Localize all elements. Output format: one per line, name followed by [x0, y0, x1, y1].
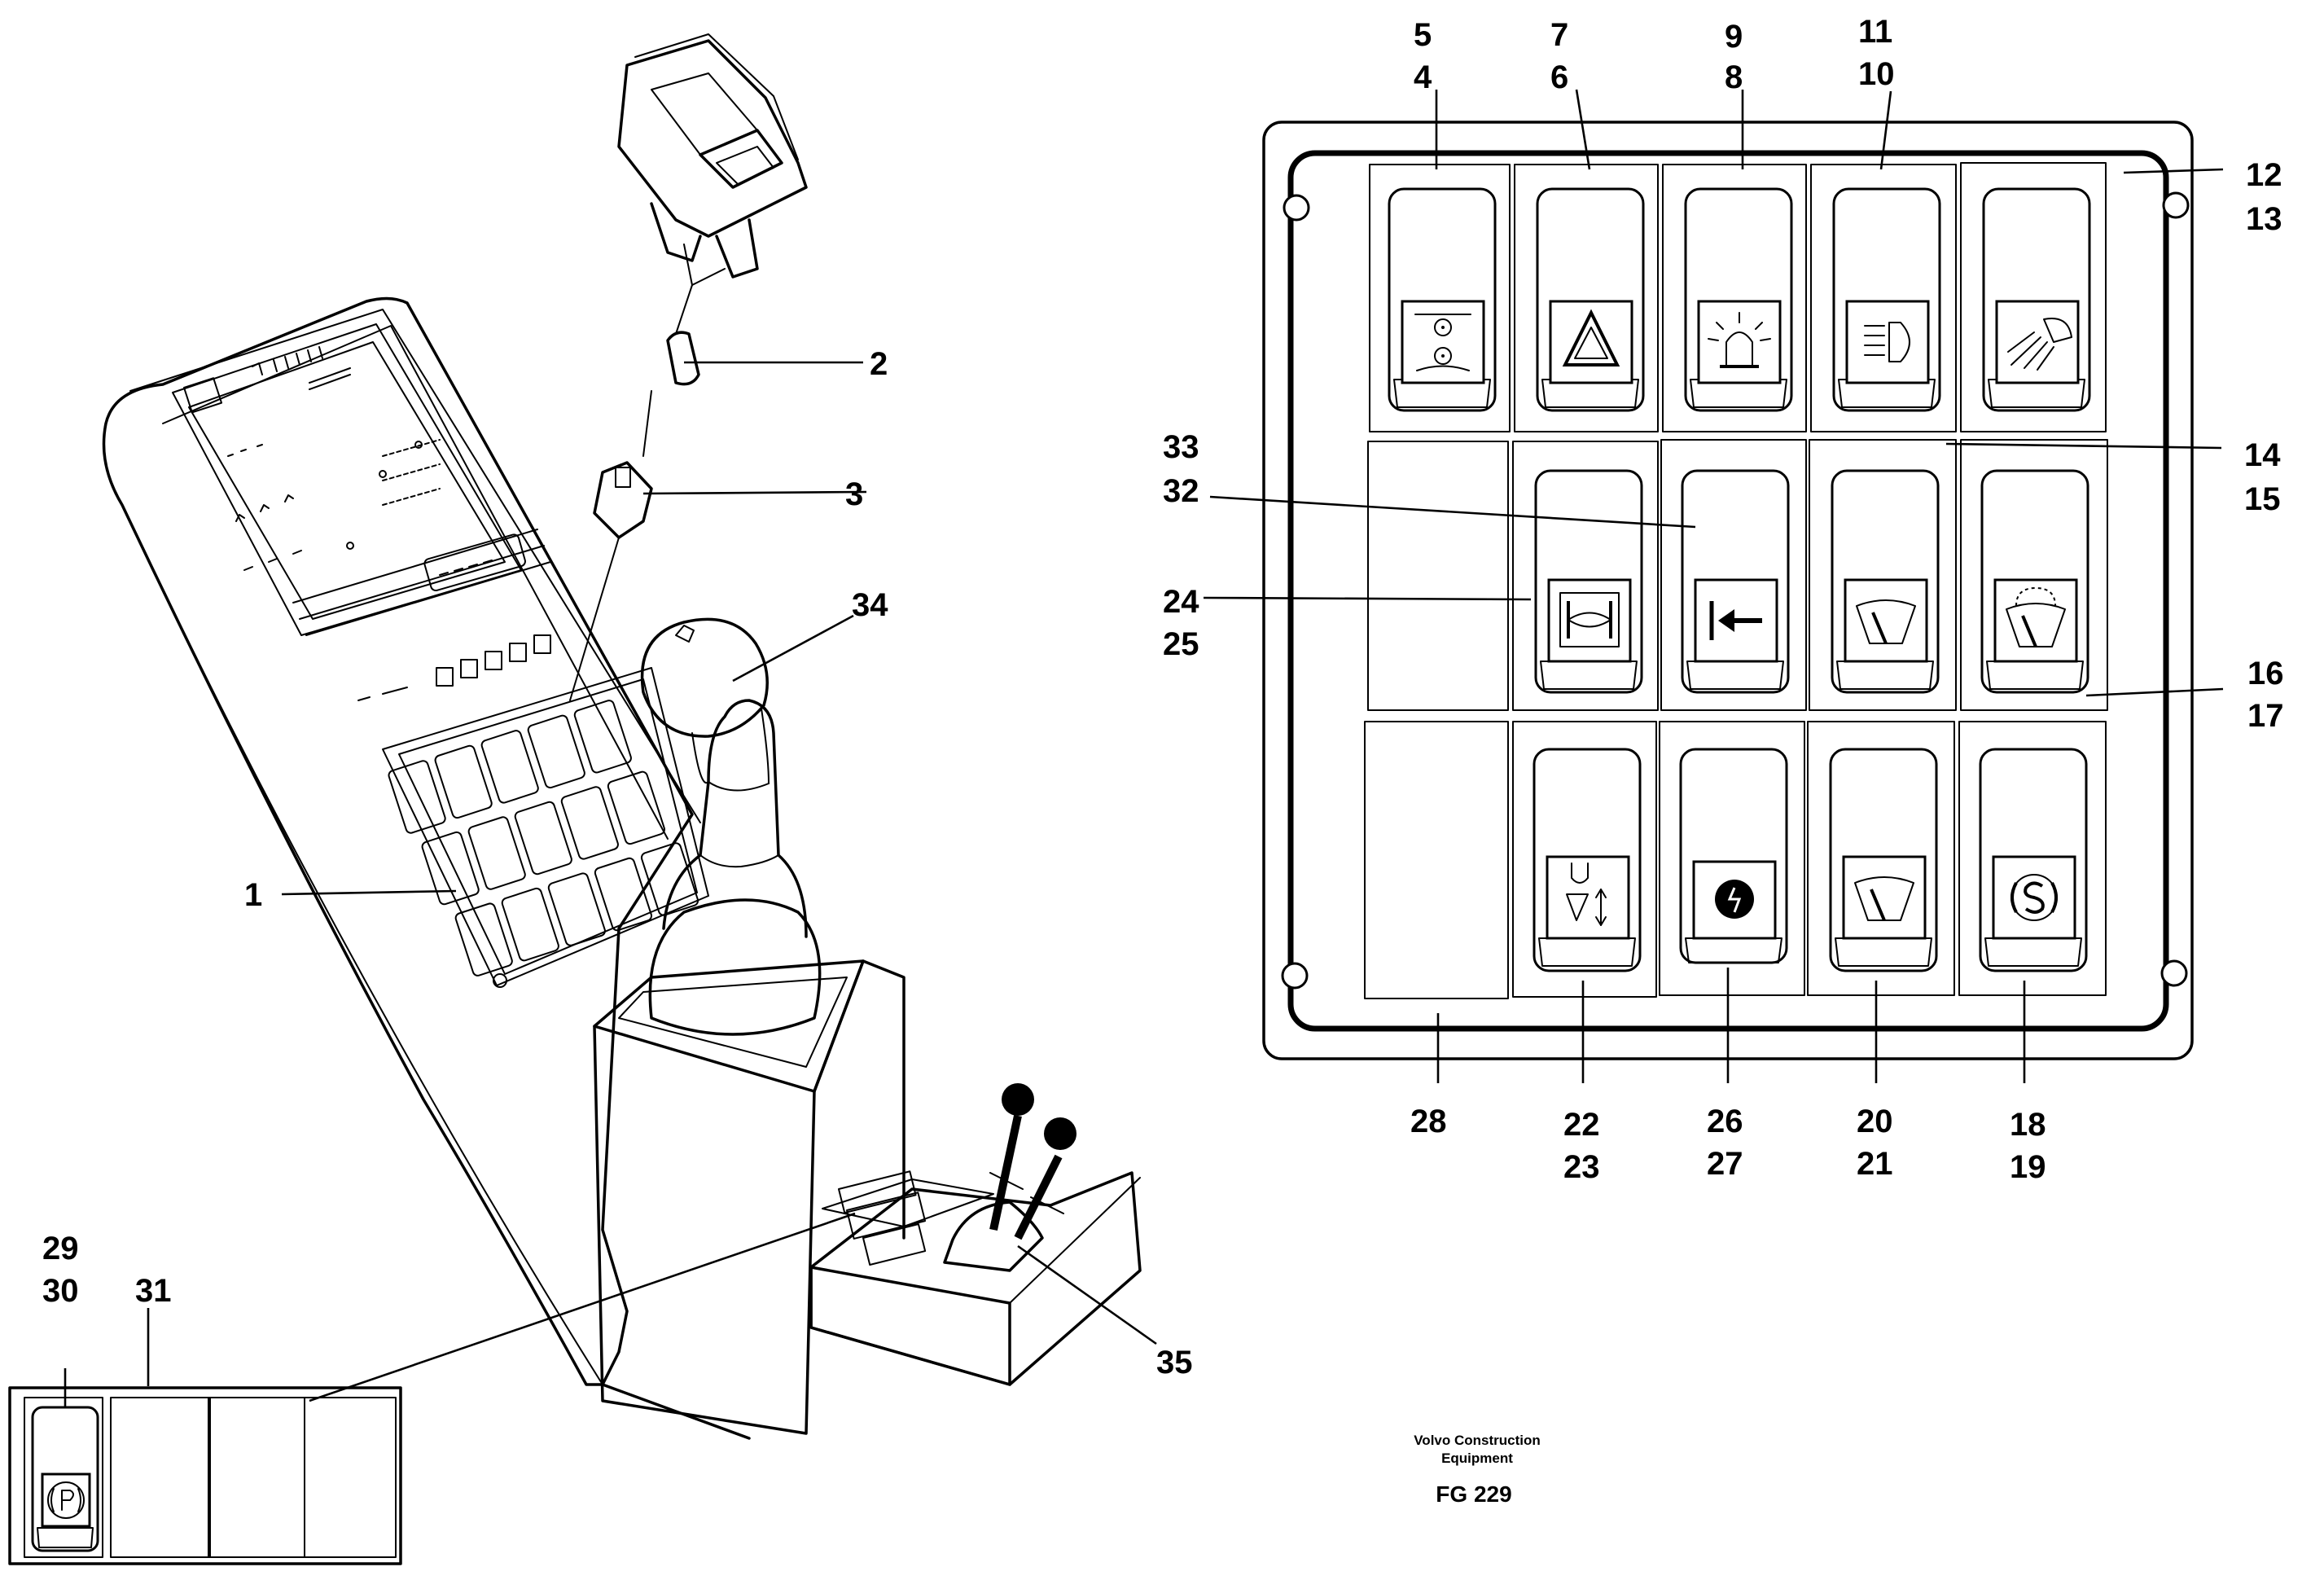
- label-35: 35: [1156, 1345, 1193, 1380]
- label-20: 20: [1857, 1104, 1893, 1139]
- rocker-switch-axle-lock: [1534, 469, 1643, 694]
- label-6: 6: [1550, 59, 1568, 95]
- label-7: 7: [1550, 17, 1568, 53]
- rocker-switch-exploded: [569, 33, 808, 701]
- rocker-switch-front-wiper: [1831, 469, 1940, 694]
- rocker-switch-rear-wiper: [1980, 469, 2089, 694]
- label-8: 8: [1725, 59, 1743, 95]
- button-strip: [357, 634, 551, 701]
- label-5: 5: [1414, 17, 1432, 53]
- mounting-hole-tl: [1283, 194, 1310, 222]
- float-position-icon: [1566, 862, 1607, 926]
- headlight-icon: [1864, 322, 1910, 362]
- label-33: 33: [1163, 429, 1199, 465]
- label-30: 30: [42, 1273, 79, 1309]
- label-1: 1: [244, 877, 262, 913]
- label-9: 9: [1725, 19, 1743, 55]
- label-19: 19: [2010, 1149, 2046, 1185]
- rocker-switch-beacon: [1684, 187, 1793, 412]
- mounting-hole-tr: [2162, 191, 2190, 219]
- rocker-switch-s: [1979, 748, 2088, 972]
- arrow-left-icon: [1709, 601, 1762, 640]
- axle-lock-icon: [1559, 592, 1620, 647]
- mounting-hole-br: [2160, 959, 2188, 987]
- seat-icon: [1414, 314, 1471, 371]
- lever-box: [809, 1083, 1142, 1386]
- instrument-display: [172, 323, 551, 636]
- panel-leaders: [1203, 89, 2224, 1083]
- parking-brake-icon: [47, 1481, 85, 1519]
- label-27: 27: [1707, 1146, 1743, 1182]
- bulb-holder: [593, 461, 653, 539]
- rocker-switch-float: [1533, 748, 1642, 972]
- switch-panel: [1262, 121, 2194, 1060]
- beacon-icon: [1708, 312, 1771, 368]
- label-32: 32: [1163, 473, 1199, 509]
- rocker-switch-arrow: [1681, 469, 1790, 694]
- s-symbol-icon: [2010, 874, 2058, 921]
- label-34: 34: [852, 587, 888, 623]
- label-21: 21: [1857, 1146, 1893, 1182]
- company-name-line2: Equipment: [1441, 1451, 1513, 1466]
- label-3: 3: [845, 476, 863, 512]
- label-10: 10: [1858, 56, 1895, 92]
- rocker-switch-work-light: [1982, 187, 2091, 412]
- hazard-triangle-icon: [1562, 309, 1620, 366]
- label-26: 26: [1707, 1104, 1743, 1139]
- small-switch-panel: [8, 1386, 402, 1565]
- switch-row-3: [1364, 721, 2107, 999]
- label-18: 18: [2010, 1107, 2046, 1143]
- figure-code: FG 229: [1436, 1481, 1511, 1507]
- label-28: 28: [1410, 1104, 1447, 1139]
- wiper-icon: [1854, 876, 1914, 921]
- work-light-icon: [2007, 318, 2072, 371]
- label-23: 23: [1563, 1149, 1600, 1185]
- control-console: [102, 296, 751, 1440]
- part-labels: 1 2 3 4 5 6 7 8 9 10 11 12 13 14 15 16 1…: [42, 14, 2284, 1380]
- label-11: 11: [1858, 14, 1892, 50]
- rear-wiper-icon: [2006, 586, 2066, 647]
- label-12: 12: [2246, 157, 2282, 193]
- rocker-switch-wiper: [1829, 748, 1938, 972]
- rocker-switch-hazard: [1536, 187, 1645, 412]
- mounting-hole-bl: [1281, 962, 1309, 990]
- label-13: 13: [2246, 201, 2282, 237]
- label-15: 15: [2244, 481, 2281, 517]
- switch-row-2: [1367, 439, 2108, 711]
- label-4: 4: [1414, 59, 1432, 95]
- label-2: 2: [870, 346, 888, 382]
- label-29: 29: [42, 1231, 79, 1266]
- console-keypad: [382, 667, 709, 988]
- label-17: 17: [2247, 698, 2284, 734]
- rocker-switch-headlight: [1832, 187, 1941, 412]
- label-25: 25: [1163, 626, 1199, 662]
- label-24: 24: [1163, 584, 1199, 620]
- label-16: 16: [2247, 656, 2284, 691]
- bulb-part: [666, 331, 700, 386]
- figure-footer: Volvo Construction Equipment FG 229: [1414, 1433, 1541, 1507]
- label-22: 22: [1563, 1107, 1600, 1143]
- company-name-line1: Volvo Construction: [1414, 1433, 1541, 1448]
- label-14: 14: [2244, 437, 2281, 473]
- rocker-switch-horn: [1679, 748, 1788, 964]
- switch-row-1: [1369, 162, 2107, 432]
- rocker-switch-seat: [1388, 187, 1497, 412]
- joystick: [593, 617, 905, 1435]
- horn-icon: [1715, 880, 1754, 919]
- front-wiper-icon: [1856, 599, 1916, 644]
- label-31: 31: [135, 1273, 172, 1309]
